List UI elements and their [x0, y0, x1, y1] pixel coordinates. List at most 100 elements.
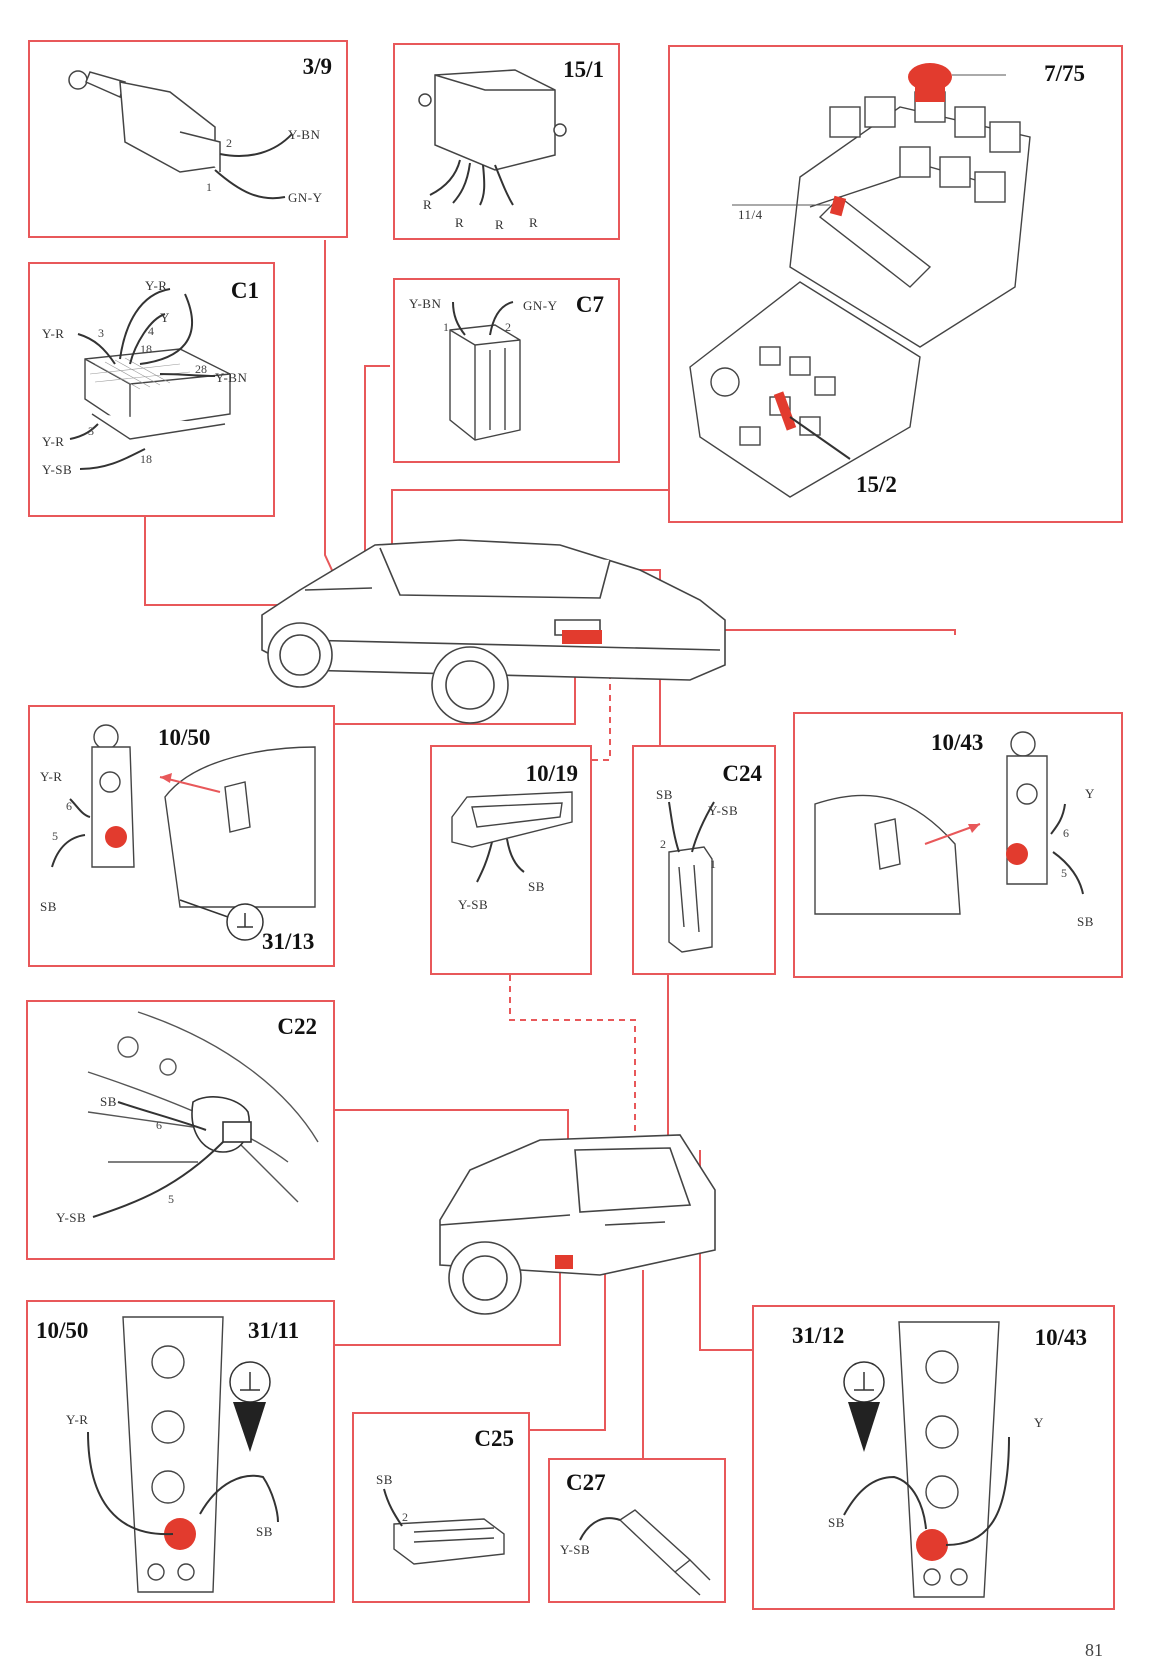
connector-c1-drawing: [69, 288, 231, 470]
wire-label: SB: [376, 1472, 393, 1487]
panel-title: C25: [474, 1426, 514, 1451]
wire-label: Y: [160, 310, 170, 325]
high-brake-light-drawing: [451, 791, 573, 883]
pin-label: 3: [98, 326, 104, 340]
wire-label: SB: [1077, 914, 1094, 929]
connector-c27-drawing: [579, 1509, 711, 1596]
panel-title: C27: [566, 1470, 606, 1495]
panel-c24: C24 SB 2 Y-SB 1: [632, 745, 776, 975]
pin-label: 5: [1061, 866, 1067, 880]
pin-label: 1: [443, 320, 449, 334]
wire-label: R: [529, 215, 539, 230]
panel-c1: C1 Y-R 3 Y 4 Y-R 18 28 Y-BN Y-R 3 Y-SB 1…: [28, 262, 275, 517]
wire-label: Y-SB: [560, 1542, 591, 1557]
connector-c24-drawing: [668, 801, 715, 953]
panel-10-43-sedan: 10/43 Y 6 5 SB: [793, 712, 1123, 978]
wire-label: Y-BN: [288, 127, 321, 142]
wire-label: Y: [1085, 786, 1095, 801]
panel-3-9: 3/9 2 1 Y-BN GN-Y: [28, 40, 348, 238]
panel-10-50-wagon: 10/50 31/11 Y-R SB: [26, 1300, 335, 1603]
pin-label: 28: [195, 362, 207, 376]
panel-title: 10/50: [36, 1318, 89, 1343]
pin-label: 3: [88, 424, 94, 438]
wire-label: SB: [528, 879, 545, 894]
connector-c25-drawing: [383, 1488, 505, 1565]
wire-label: SB: [256, 1524, 273, 1539]
tail-lamp-holder-drawing: [51, 724, 316, 941]
pin-label: 2: [660, 837, 666, 851]
tail-lamp-cluster-drawing: [843, 1321, 1010, 1598]
tail-lamp-holder-drawing: [814, 731, 1084, 915]
relay-fusebox-drawing: [689, 63, 1031, 498]
panel-title: 3/9: [302, 54, 332, 79]
panel-title: C1: [230, 278, 259, 303]
wire-label: GN-Y: [523, 298, 558, 313]
wire-label: R: [495, 217, 505, 232]
wire-label: R: [423, 197, 433, 212]
sub-title: 31/13: [262, 929, 315, 954]
panel-title: C7: [575, 292, 604, 317]
wire-label: R: [455, 215, 465, 230]
wire-label: Y-R: [42, 326, 65, 341]
panel-c22: C22 SB 6 Y-SB 5: [26, 1000, 335, 1260]
panel-title: C24: [722, 761, 762, 786]
wire-label: Y-SB: [42, 462, 73, 477]
panel-title: 10/43: [1034, 1325, 1087, 1350]
pin-label: 2: [505, 320, 511, 334]
sub-title: 15/2: [856, 472, 897, 497]
panel-10-50-sedan: 10/50 31/13 Y-R 6 5 SB: [28, 705, 335, 967]
sub-title: 31/12: [792, 1323, 845, 1348]
pin-label: 5: [52, 829, 58, 843]
wire-label: Y-BN: [409, 296, 442, 311]
pin-label: 6: [1063, 826, 1069, 840]
sub-label: 11/4: [738, 207, 763, 222]
pin-label: 6: [156, 1118, 162, 1132]
connector-c7-drawing: [449, 301, 521, 441]
panel-c25: C25 SB 2: [352, 1412, 530, 1603]
wire-label: Y-SB: [56, 1210, 87, 1225]
connector-c22-drawing: [87, 1011, 319, 1218]
wire-label: SB: [828, 1515, 845, 1530]
wire-label: Y-R: [42, 434, 65, 449]
wire-label: Y-R: [66, 1412, 89, 1427]
pin-label: 1: [206, 180, 212, 194]
panel-title: C22: [277, 1014, 317, 1039]
control-module-drawing: [418, 69, 567, 206]
panel-c7: C7 Y-BN 1 GN-Y 2: [393, 278, 620, 463]
wire-label: Y-BN: [215, 370, 248, 385]
wire-label: Y-R: [40, 769, 63, 784]
panel-title: 15/1: [563, 57, 604, 82]
page-number: 81: [1085, 1640, 1103, 1660]
pin-label: 5: [168, 1192, 174, 1206]
wire-label: SB: [100, 1094, 117, 1109]
panel-title: 10/50: [158, 725, 211, 750]
pin-label: 6: [66, 799, 72, 813]
panel-title: 7/75: [1044, 61, 1085, 86]
pin-label: 4: [148, 324, 154, 338]
wire-label: SB: [656, 787, 673, 802]
wire-label: Y-R: [145, 278, 168, 293]
wire-label: GN-Y: [288, 190, 323, 205]
panel-c27: C27 Y-SB: [548, 1458, 726, 1603]
panel-7-75: 7/75 11/4 15/2: [668, 45, 1123, 523]
tail-lamp-cluster-drawing: [87, 1316, 279, 1593]
brake-light-switch-drawing: [68, 70, 293, 200]
pin-label: 2: [402, 1510, 408, 1524]
wire-label: Y-SB: [708, 803, 739, 818]
panel-10-43-wagon: 31/12 10/43 Y SB: [752, 1305, 1115, 1610]
pin-label: 18: [140, 452, 152, 466]
pin-label: 2: [226, 136, 232, 150]
panel-10-19: 10/19 Y-SB SB: [430, 745, 592, 975]
wire-label: Y: [1034, 1415, 1044, 1430]
sub-title: 31/11: [248, 1318, 300, 1343]
panel-15-1: 15/1 R R R R: [393, 43, 620, 240]
pin-label: 1: [710, 857, 716, 871]
panel-title: 10/19: [525, 761, 578, 786]
wire-label: Y-SB: [458, 897, 489, 912]
pin-label: 18: [140, 342, 152, 356]
panel-title: 10/43: [931, 730, 984, 755]
wire-label: SB: [40, 899, 57, 914]
